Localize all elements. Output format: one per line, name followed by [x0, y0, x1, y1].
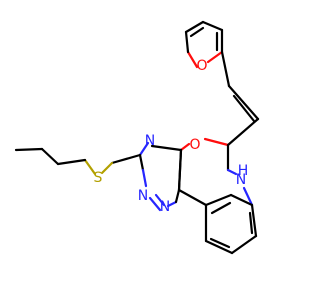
bond [174, 188, 181, 204]
vinyl-linker [220, 50, 260, 147]
ring-oxygen-label: O [189, 137, 200, 153]
bond [150, 144, 183, 152]
nh-nitrogen-label: N [236, 172, 246, 188]
bond [177, 148, 183, 192]
bond [242, 186, 254, 207]
bond [177, 188, 208, 207]
bond [184, 30, 190, 54]
bond [220, 50, 231, 88]
butylthio-chain [14, 147, 142, 176]
bond [203, 137, 230, 147]
bond [40, 147, 60, 166]
triazine-ring [138, 141, 183, 212]
bond [14, 147, 44, 152]
furan-oxygen-label: O [196, 58, 207, 74]
molecule-structure: O O S N N N H N [14, 20, 260, 255]
nitrogen-top-label: N [145, 133, 155, 149]
bond [141, 168, 148, 188]
bond [154, 193, 166, 207]
nitrogen-bottom-label: N [160, 199, 170, 215]
bond [186, 50, 199, 69]
bond [110, 153, 142, 165]
nh-hydrogen-label: H [238, 163, 249, 179]
bond [230, 234, 258, 255]
bond [148, 196, 162, 212]
structure-canvas: O O S N N N H N [14, 20, 260, 255]
bond [184, 20, 205, 34]
bond [56, 158, 87, 166]
bond [209, 237, 231, 249]
bond [201, 20, 224, 32]
bond [204, 193, 233, 207]
bond [189, 26, 205, 38]
furan-ring [184, 20, 224, 69]
bond [179, 142, 191, 152]
bond [138, 153, 145, 172]
bond [229, 193, 254, 207]
bond [226, 168, 238, 176]
bond [166, 200, 178, 208]
bond [248, 211, 254, 235]
bond [204, 239, 234, 255]
sulfur-label: S [94, 170, 103, 186]
bond [138, 141, 150, 157]
nitrogen-left-label: N [138, 188, 148, 204]
bond [232, 94, 256, 123]
bond [226, 117, 260, 147]
bond [100, 161, 114, 175]
benzene-ring [177, 188, 258, 255]
bond [227, 84, 260, 121]
bond [250, 203, 258, 238]
bond [206, 50, 224, 64]
bond [83, 158, 97, 176]
bond [210, 201, 232, 215]
